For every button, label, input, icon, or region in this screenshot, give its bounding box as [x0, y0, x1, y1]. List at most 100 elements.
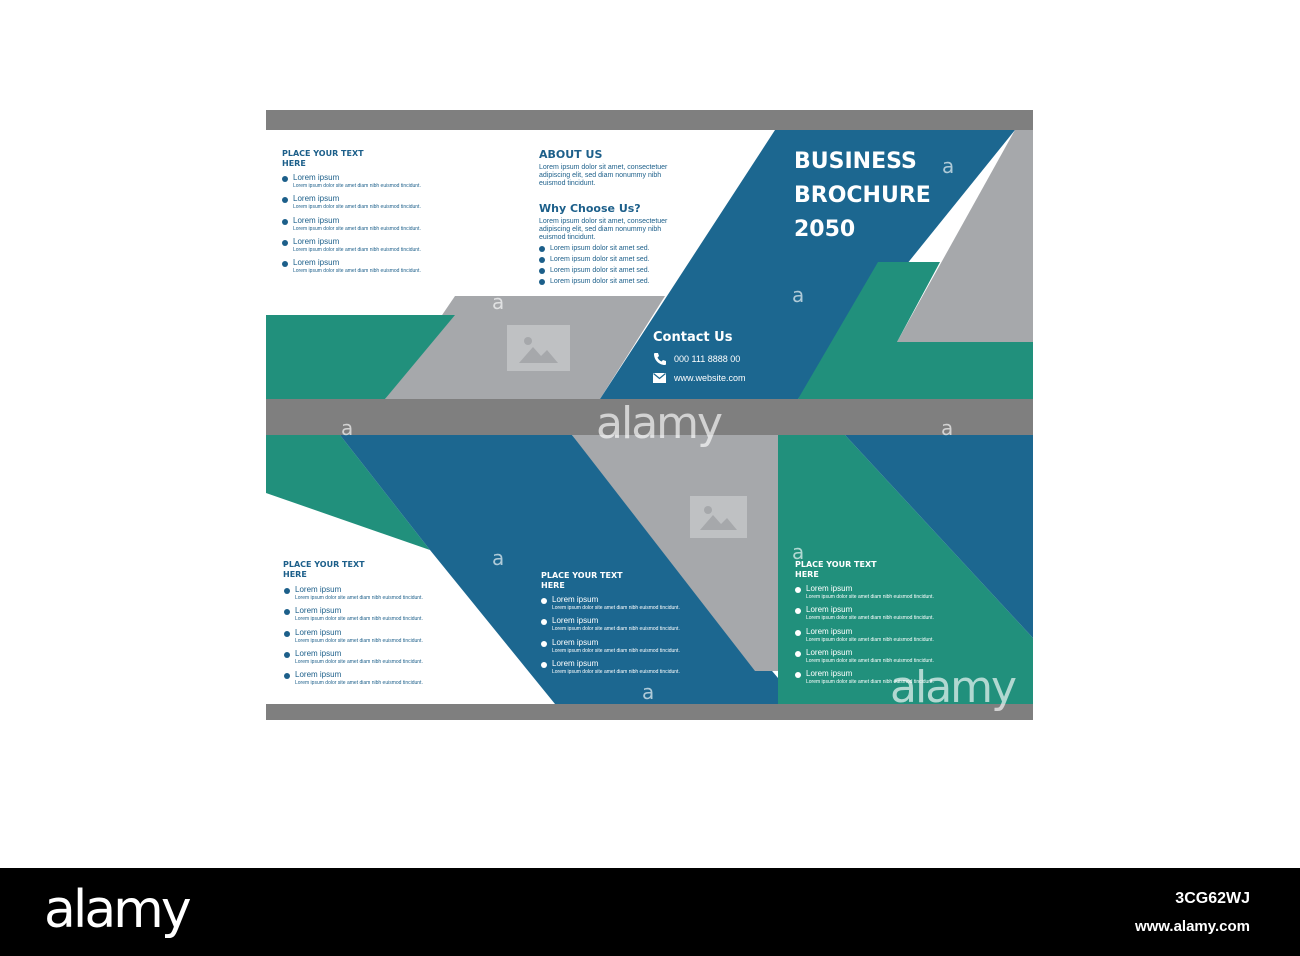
list-item-text: Lorem ipsum dolor site amet diam nibh eu…	[295, 658, 423, 665]
bullet-icon	[795, 587, 801, 593]
list-item-title: Lorem ipsum	[293, 173, 340, 182]
cover-title-line: BUSINESS	[794, 149, 917, 174]
list-item-title: Lorem ipsum	[806, 605, 853, 615]
list-item-title: Lorem ipsum	[295, 648, 342, 658]
middle-separator-bar	[266, 399, 1033, 435]
bullet-icon	[541, 598, 547, 604]
list-item-text: Lorem ipsum dolor site amet diam nibh eu…	[806, 615, 934, 622]
list-item-title: Lorem ipsum	[295, 606, 342, 616]
list-item-text: Lorem ipsum dolor site amet diam nibh eu…	[552, 668, 680, 675]
heading-line: HERE	[283, 570, 307, 579]
bullet-icon	[284, 651, 290, 658]
bullet-icon	[284, 630, 290, 637]
list-item-text: Lorem ipsum dolor site amet diam nibh eu…	[295, 680, 423, 687]
heading-line: PLACE YOUR TEXT	[282, 149, 364, 158]
contact-heading: Contact Us	[653, 330, 733, 345]
list-item: Lorem ipsum dolor sit amet sed.	[539, 244, 650, 255]
cover-title: BUSINESS BROCHURE 2050	[794, 145, 931, 247]
bullet-icon	[541, 619, 547, 626]
cover-gray-shape	[897, 130, 1033, 342]
heading-line: HERE	[282, 159, 306, 168]
list-item-text: Lorem ipsum dolor site amet diam nibh eu…	[293, 246, 421, 253]
heading-line: HERE	[795, 570, 819, 579]
bullet-icon	[282, 261, 288, 268]
about-text: Lorem ipsum dolor sit amet, consectetuer…	[539, 164, 667, 188]
bullet-icon	[795, 629, 801, 636]
list-item-text: Lorem ipsum dolor site amet diam nibh eu…	[293, 268, 421, 275]
bullet-icon	[795, 650, 801, 657]
bottom-bar	[266, 704, 1033, 720]
heading-line: HERE	[541, 581, 565, 590]
bullet-icon	[539, 268, 545, 274]
watermark-mark: a	[492, 546, 505, 570]
back-blue-shape	[340, 435, 800, 704]
image-id: 3CG62WJ	[1175, 890, 1250, 907]
bullet-icon	[282, 239, 288, 246]
watermark-mark: a	[341, 416, 354, 440]
why-text: Lorem ipsum dolor sit amet, consectetuer…	[539, 218, 667, 242]
list-item-text: Lorem ipsum dolor site amet diam nibh eu…	[552, 605, 680, 611]
why-heading: Why Choose Us?	[539, 202, 641, 215]
list-item-text: Lorem ipsum dolor sit amet sed.	[550, 256, 650, 263]
list-item-title: Lorem ipsum	[293, 215, 340, 225]
back-middle-heading: PLACE YOUR TEXT HERE	[541, 571, 623, 591]
list-item-title: Lorem ipsum	[552, 595, 599, 604]
list-item-text: Lorem ipsum dolor site amet diam nibh eu…	[806, 636, 934, 643]
back-green-shape	[266, 435, 430, 550]
back-right-green-panel	[778, 435, 1033, 704]
back-gray-shape	[572, 435, 778, 671]
footer-url[interactable]: www.alamy.com	[1134, 918, 1250, 935]
bullet-icon	[282, 176, 288, 182]
mail-icon	[653, 373, 666, 383]
heading-line: PLACE YOUR TEXT	[795, 560, 877, 569]
front-top-bar	[266, 110, 1033, 130]
watermark-mark: a	[492, 290, 505, 314]
bullet-icon	[541, 661, 547, 668]
bullet-icon	[284, 588, 290, 594]
phone-number: 000 111 8888 00	[674, 354, 741, 364]
bullet-icon	[795, 608, 801, 615]
bullet-icon	[539, 279, 545, 285]
heading-line: PLACE YOUR TEXT	[541, 571, 623, 580]
watermark-mark: a	[792, 283, 805, 307]
list-item-text: Lorem ipsum dolor sit amet sed.	[550, 278, 650, 285]
list-item-title: Lorem ipsum	[295, 670, 342, 680]
back-right-blue-shape	[845, 435, 1033, 638]
about-text-line: euismod tincidunt.	[539, 180, 596, 187]
watermark-mark: a	[941, 416, 954, 440]
list-item: Lorem ipsum dolor sit amet sed.	[539, 255, 650, 266]
bullet-icon	[282, 218, 288, 225]
list-item-text: Lorem ipsum dolor site amet diam nibh eu…	[806, 657, 934, 664]
about-heading: ABOUT US	[539, 148, 603, 161]
watermark-text: alamy	[890, 662, 1017, 713]
phone-icon	[654, 353, 666, 365]
list-item-text: Lorem ipsum dolor site amet diam nibh eu…	[552, 626, 680, 633]
list-item-title: Lorem ipsum	[295, 627, 342, 637]
list-item-title: Lorem ipsum	[806, 626, 853, 636]
heading-line: PLACE YOUR TEXT	[283, 560, 365, 569]
image-placeholder-icon	[690, 496, 747, 538]
image-placeholder-icon	[507, 325, 570, 371]
list-item-title: Lorem ipsum	[552, 658, 599, 668]
list-item-text: Lorem ipsum dolor site amet diam nibh eu…	[295, 616, 423, 623]
watermark-mark: a	[792, 540, 805, 564]
bullet-icon	[795, 672, 801, 679]
bullet-icon	[282, 197, 288, 204]
